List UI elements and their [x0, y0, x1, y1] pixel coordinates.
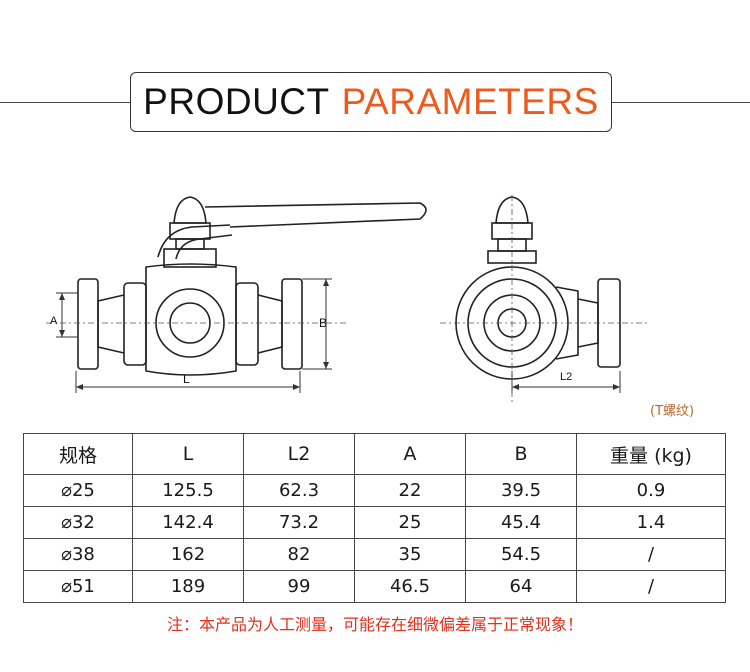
dim-label-l: L	[183, 372, 190, 386]
col-header-l2: L2	[243, 433, 355, 475]
title-rule-left	[0, 102, 130, 103]
col-header-a: A	[354, 433, 466, 475]
dim-label-l2: L2	[560, 371, 573, 383]
valve-body	[145, 263, 237, 376]
cell-a: 35	[354, 538, 466, 571]
table-header-row: 规格 L L2 A B 重量 (kg)	[23, 433, 726, 475]
cell-l2: 99	[243, 570, 355, 603]
section-title: PRODUCT PARAMETERS	[130, 72, 612, 132]
cell-b: 54.5	[465, 538, 577, 571]
technical-drawing	[46, 195, 650, 403]
table-row: ⌀38 162 82 35 54.5 /	[23, 538, 726, 571]
cell-spec: ⌀51	[23, 570, 133, 603]
cell-b: 64	[465, 570, 577, 603]
cell-weight: 1.4	[576, 506, 726, 539]
col-header-b: B	[465, 433, 577, 475]
parameters-table: 规格 L L2 A B 重量 (kg) ⌀25 125.5 62.3 22 39…	[23, 433, 726, 603]
dim-label-a: A	[50, 315, 58, 327]
valve-handle	[157, 202, 427, 260]
cell-l: 125.5	[132, 474, 244, 507]
cell-l2: 73.2	[243, 506, 355, 539]
cell-l: 189	[132, 570, 244, 603]
cell-l2: 62.3	[243, 474, 355, 507]
cell-l2: 82	[243, 538, 355, 571]
table-row: ⌀51 189 99 46.5 64 /	[23, 570, 726, 603]
cell-a: 46.5	[354, 570, 466, 603]
cell-weight: /	[576, 538, 726, 571]
cell-weight: 0.9	[576, 474, 726, 507]
dim-label-b: B	[319, 316, 328, 330]
cell-l: 162	[132, 538, 244, 571]
title-word-product: PRODUCT	[143, 81, 330, 122]
cell-b: 39.5	[465, 474, 577, 507]
title-word-parameters: PARAMETERS	[341, 81, 599, 122]
cell-b: 45.4	[465, 506, 577, 539]
table-row: ⌀32 142.4 73.2 25 45.4 1.4	[23, 506, 726, 539]
disclaimer-note: 注：本产品为人工测量，可能存在细微偏差属于正常现象！	[166, 615, 583, 634]
col-header-l: L	[132, 433, 244, 475]
cell-spec: ⌀38	[23, 538, 133, 571]
col-header-spec: 规格	[23, 433, 133, 475]
cell-spec: ⌀32	[23, 506, 133, 539]
title-rule-right	[612, 102, 750, 103]
cell-l: 142.4	[132, 506, 244, 539]
col-header-weight: 重量 (kg)	[576, 433, 726, 475]
cell-a: 25	[354, 506, 466, 539]
cell-weight: /	[576, 570, 726, 603]
thread-note: (T螺纹)	[650, 404, 695, 419]
cell-spec: ⌀25	[23, 474, 133, 507]
cell-a: 22	[354, 474, 466, 507]
table-row: ⌀25 125.5 62.3 22 39.5 0.9	[23, 474, 726, 507]
